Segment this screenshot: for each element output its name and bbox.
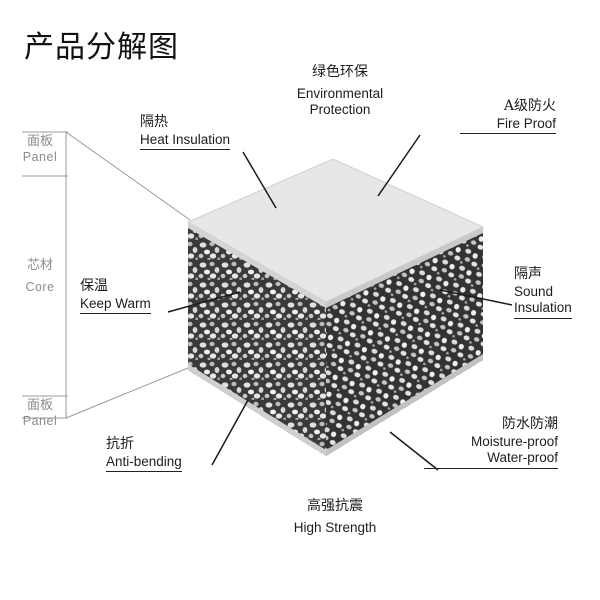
feature-sound-insulation: 隔声 Sound Insulation [514, 266, 572, 320]
label-panel-top: 面板 Panel [20, 134, 60, 166]
feature-high-strength: 高强抗震 High Strength [270, 498, 400, 536]
moisture-en-1: Moisture-proof [470, 433, 558, 449]
feature-heat-insulation: 隔热 Heat Insulation [140, 114, 231, 151]
keep-warm-zh: 保温 [80, 278, 108, 294]
strength-en: High Strength [293, 519, 377, 535]
environmental-en-1: Environmental [296, 85, 384, 101]
sound-zh: 隔声 [514, 266, 542, 282]
core-en: Core [25, 280, 55, 295]
feature-environmental: 绿色环保 Environmental Protection [280, 64, 400, 119]
fire-zh: A级防火 [503, 98, 556, 114]
anti-bending-en: Anti-bending [106, 454, 182, 473]
label-panel-bottom: 面板 Panel [20, 398, 60, 430]
left-bracket [22, 131, 191, 419]
feature-fire-proof: A级防火 Fire Proof [460, 98, 556, 135]
page-title: 产品分解图 [24, 30, 179, 65]
leader-lines [167, 134, 513, 471]
feature-anti-bending: 抗折 Anti-bending [106, 436, 182, 473]
fire-en: Fire Proof [460, 116, 556, 135]
panel-bottom-zh: 面板 [26, 398, 53, 413]
heat-en: Heat Insulation [140, 132, 231, 151]
board-block [186, 158, 485, 456]
core-zh: 芯材 [26, 258, 53, 273]
moisture-en-2: Water-proof [424, 450, 558, 470]
moisture-zh: 防水防潮 [502, 416, 558, 432]
environmental-zh: 绿色环保 [312, 64, 368, 80]
panel-top-zh: 面板 [26, 134, 53, 149]
keep-warm-en: Keep Warm [80, 296, 151, 315]
strength-zh: 高强抗震 [307, 498, 363, 514]
label-core: 芯材 Core [20, 258, 60, 296]
heat-zh: 隔热 [140, 114, 168, 130]
sound-en-1: Sound [514, 283, 554, 299]
environmental-en-2: Protection [309, 102, 371, 118]
anti-bending-zh: 抗折 [106, 436, 134, 452]
panel-top-en: Panel [22, 150, 58, 165]
panel-bottom-en: Panel [22, 414, 58, 429]
sound-en-2: Insulation [514, 300, 572, 320]
feature-keep-warm: 保温 Keep Warm [80, 278, 151, 315]
feature-moisture-proof: 防水防潮 Moisture-proof Water-proof [424, 416, 558, 470]
